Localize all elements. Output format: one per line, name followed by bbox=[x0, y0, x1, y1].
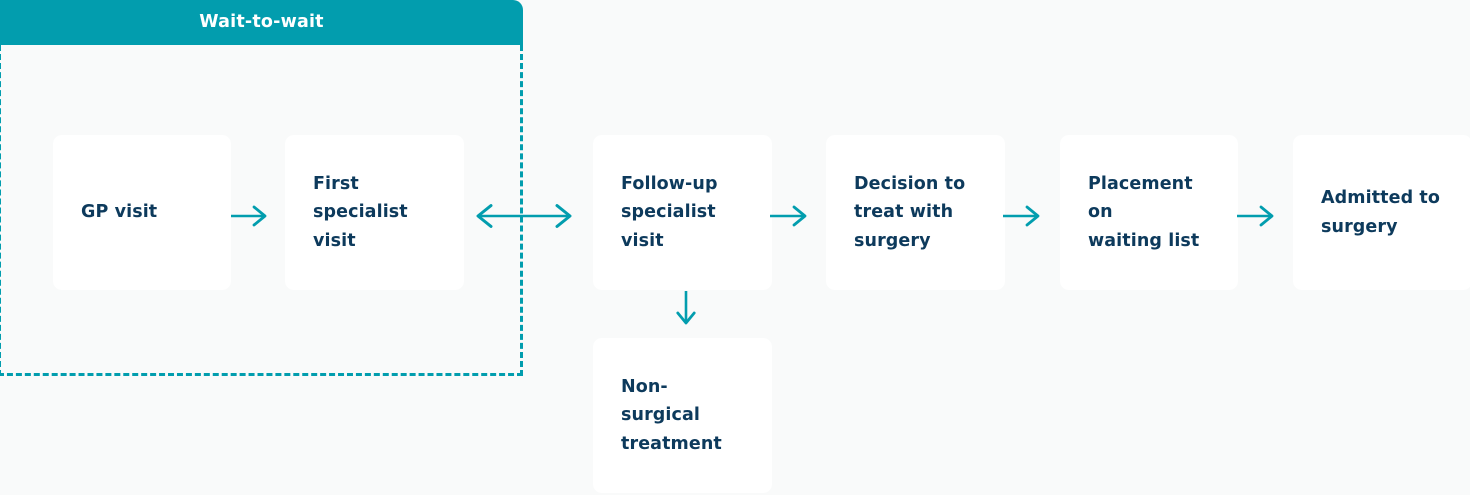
arrow-right-icon-decision-to-placement bbox=[1003, 203, 1040, 229]
node-card-follow-up-specialist-visit[interactable]: Follow-up specialist visit bbox=[593, 135, 772, 290]
node-card-non-surgical-treatment[interactable]: Non-surgical treatment bbox=[593, 338, 772, 493]
node-card-gp-visit[interactable]: GP visit bbox=[53, 135, 231, 290]
node-card-first-specialist-visit[interactable]: First specialist visit bbox=[285, 135, 464, 290]
node-card-label: Decision to treat with surgery bbox=[854, 173, 966, 251]
arrow-right-icon-placement-to-admitted bbox=[1237, 203, 1274, 229]
group-header-wait-to-wait: Wait-to-wait bbox=[0, 0, 523, 45]
node-card-label: Placement on waiting list bbox=[1088, 173, 1200, 251]
node-card-admitted-to-surgery[interactable]: Admitted to surgery bbox=[1293, 135, 1470, 290]
group-header-label: Wait-to-wait bbox=[199, 11, 324, 32]
node-card-decision-to-treat[interactable]: Decision to treat with surgery bbox=[826, 135, 1005, 290]
node-card-label: GP visit bbox=[81, 202, 158, 223]
arrow-right-icon-followup-to-decision bbox=[770, 203, 807, 229]
arrow-bidirectional-icon-first-to-followup bbox=[476, 203, 572, 229]
node-card-label: Admitted to surgery bbox=[1321, 188, 1441, 237]
node-card-label: Non-surgical treatment bbox=[621, 376, 722, 454]
arrow-right-icon-gp-to-first bbox=[231, 203, 267, 229]
node-card-placement-on-waiting-list[interactable]: Placement on waiting list bbox=[1060, 135, 1238, 290]
node-card-label: Follow-up specialist visit bbox=[621, 173, 718, 251]
node-card-label: First specialist visit bbox=[313, 173, 408, 251]
arrow-down-icon-followup-to-nonsurgical bbox=[673, 291, 699, 325]
